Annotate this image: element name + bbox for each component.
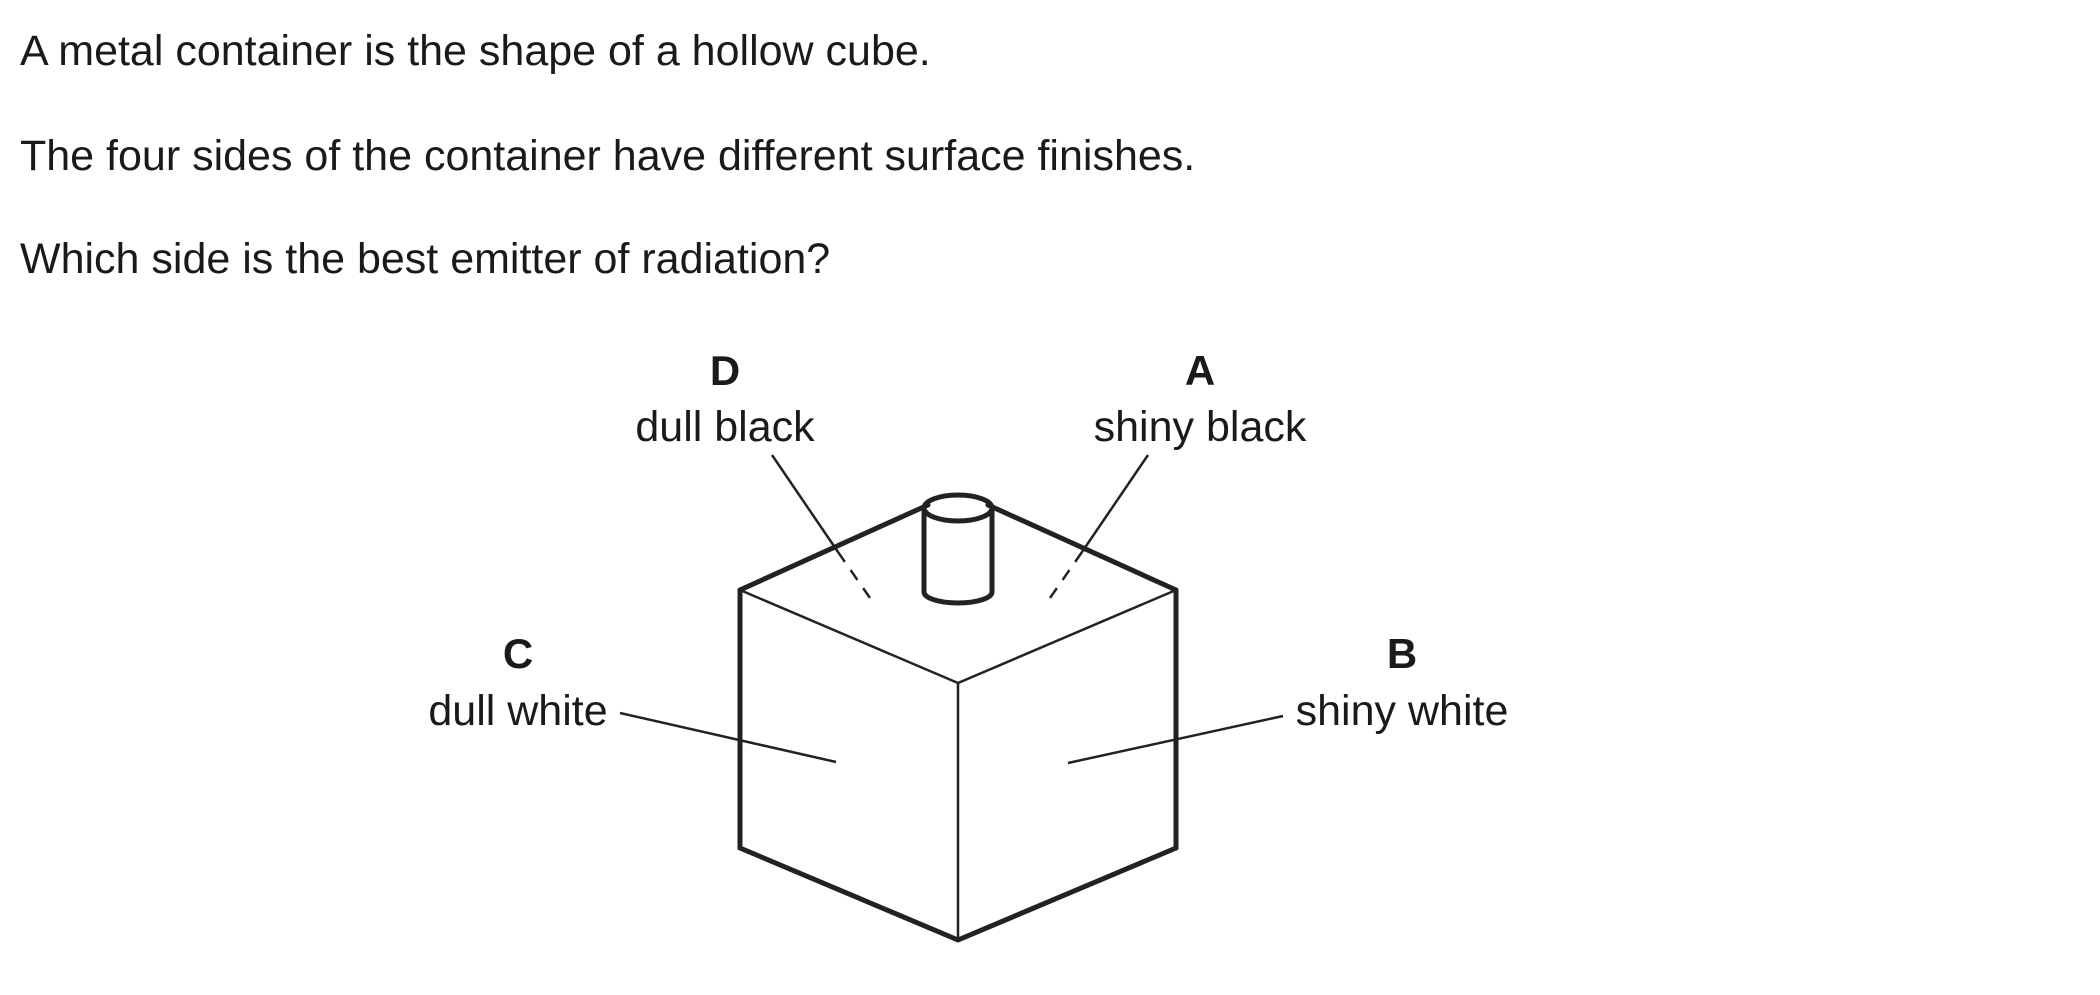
- cube-bottom-edge: [737, 845, 1179, 943]
- option-c-finish: dull white: [428, 687, 607, 735]
- leader-line-a: [1080, 454, 1150, 553]
- option-a-label: A shiny black: [1094, 347, 1307, 451]
- spout-top-rim: [921, 492, 995, 524]
- option-b-letter: B: [1387, 630, 1417, 677]
- option-a-finish: shiny black: [1094, 403, 1307, 451]
- leader-line-c: [619, 711, 837, 764]
- option-c-letter: C: [503, 630, 533, 677]
- leader-line-b: [1067, 714, 1284, 765]
- leader-line-a-hidden: [1048, 551, 1084, 599]
- option-b-label: B shiny white: [1296, 630, 1509, 735]
- option-b-finish: shiny white: [1296, 687, 1509, 735]
- spout-sides: [921, 505, 995, 606]
- option-d-finish: dull black: [635, 403, 815, 451]
- cube-top-front-right-edge: [956, 588, 1178, 685]
- cube-top-front-left-edge: [738, 588, 960, 685]
- leader-line-d: [770, 454, 840, 553]
- spout-cylinder: [921, 492, 995, 606]
- option-a-letter: A: [1185, 347, 1215, 394]
- question-prompt: Which side is the best emitter of radiat…: [20, 235, 831, 283]
- leader-lines: [619, 454, 1284, 765]
- option-d-label: D dull black: [635, 347, 815, 451]
- question-line-2: The four sides of the container have dif…: [20, 132, 1196, 180]
- question-line-1: A metal container is the shape of a holl…: [20, 27, 931, 75]
- hollow-cube: [737, 502, 1179, 943]
- option-d-letter: D: [710, 347, 740, 394]
- option-c-label: C dull white: [428, 630, 607, 735]
- cube-top-back-right-edge: [985, 502, 1179, 593]
- leader-line-d-hidden: [836, 551, 872, 599]
